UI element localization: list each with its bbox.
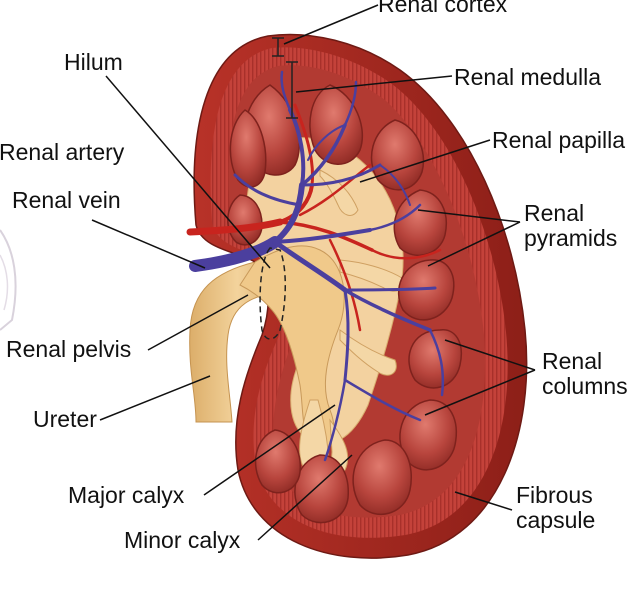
label-minor-calyx: Minor calyx <box>124 527 241 553</box>
ureter-shape <box>189 261 287 423</box>
body-outline <box>0 229 17 331</box>
label-fibrous-capsule-line-2: capsule <box>516 507 596 533</box>
label-fibrous-capsule: Fibrous capsule <box>516 483 595 533</box>
label-renal-pyramids: Renal pyramids <box>524 201 617 251</box>
label-renal-pyramids-line-2: pyramids <box>524 225 618 251</box>
label-renal-columns-line-2: columns <box>542 373 628 399</box>
label-renal-vein: Renal vein <box>12 187 121 213</box>
label-renal-columns-line-1: Renal <box>542 348 603 374</box>
label-major-calyx: Major calyx <box>68 482 185 508</box>
label-ureter: Ureter <box>33 406 97 432</box>
label-renal-cortex: Renal cortex <box>378 0 508 17</box>
label-renal-pyramids-line-1: Renal <box>524 200 585 226</box>
leader-lines <box>91 4 536 541</box>
hilum-outline <box>259 247 286 340</box>
label-renal-artery: Renal artery <box>0 139 125 165</box>
label-fibrous-capsule-line-1: Fibrous <box>516 482 593 508</box>
measure-bars <box>272 37 298 119</box>
body-outline-inner <box>0 254 9 311</box>
label-renal-columns: Renal columns <box>542 349 628 399</box>
label-renal-pelvis: Renal pelvis <box>6 336 132 362</box>
renal-pyramids <box>227 84 462 524</box>
label-renal-medulla: Renal medulla <box>454 64 602 90</box>
label-hilum: Hilum <box>64 49 123 75</box>
label-renal-papilla: Renal papilla <box>492 127 625 153</box>
